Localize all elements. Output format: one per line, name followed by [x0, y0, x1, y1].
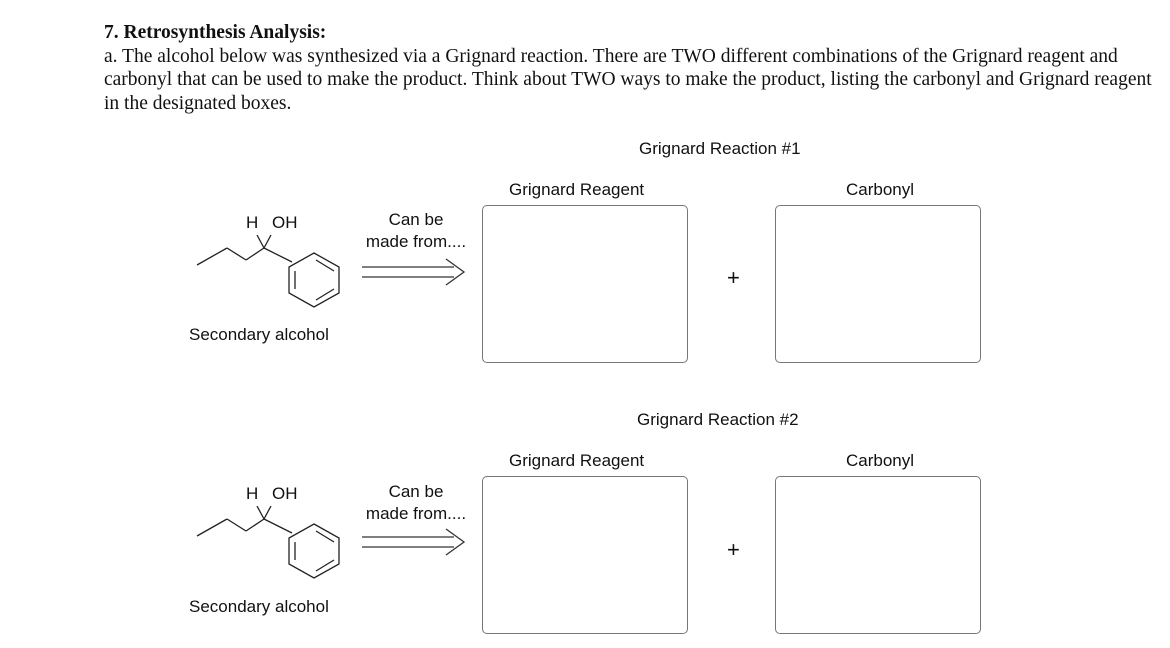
question-block: 7. Retrosynthesis Analysis: a. The alcoh…	[104, 21, 1154, 115]
reaction-2-carbonyl-label: Carbonyl	[846, 451, 915, 470]
reaction-1-retro-arrow	[362, 258, 466, 286]
reaction-2-plus: +	[727, 537, 740, 562]
reaction-2-grignard-label: Grignard Reagent	[509, 451, 645, 470]
reaction-1-arrow-label: Can be made from....	[346, 209, 486, 253]
reaction-1-plus: +	[727, 265, 740, 290]
question-body: a. The alcohol below was synthesized via…	[104, 45, 1152, 114]
reaction-1-oh-label: OH	[272, 213, 298, 232]
reaction-1-carbonyl-box[interactable]	[775, 205, 981, 363]
reaction-2-grignard-box[interactable]	[482, 476, 688, 634]
reaction-2-arrow-label: Can be made from....	[346, 481, 486, 525]
reaction-1-benzene-ring	[288, 252, 340, 308]
reaction-2-carbonyl-box[interactable]	[775, 476, 981, 634]
question-title: 7. Retrosynthesis Analysis:	[104, 22, 327, 43]
reaction-2-oh-label: OH	[272, 484, 298, 503]
reaction-2-h-label: H	[246, 484, 259, 503]
reaction-1-arrow-line2: made from....	[365, 232, 467, 251]
reaction-1-molecule-name: Secondary alcohol	[189, 325, 329, 344]
reaction-1-title: Grignard Reaction #1	[639, 139, 801, 158]
reaction-2-arrow-line1: Can be	[388, 482, 444, 501]
reaction-1-h-label: H	[246, 213, 259, 232]
reaction-1-grignard-box[interactable]	[482, 205, 688, 363]
reaction-2-arrow-line2: made from....	[365, 504, 467, 523]
reaction-2-retro-arrow	[362, 528, 466, 556]
reaction-1-arrow-line1: Can be	[388, 210, 444, 229]
reaction-1-carbonyl-label: Carbonyl	[846, 180, 915, 199]
reaction-2-molecule-structure	[196, 505, 340, 579]
reaction-2-molecule-name: Secondary alcohol	[189, 597, 329, 616]
reaction-1-grignard-label: Grignard Reagent	[509, 180, 645, 199]
reaction-2-title: Grignard Reaction #2	[637, 410, 799, 429]
reaction-1-molecule-structure	[196, 234, 293, 266]
